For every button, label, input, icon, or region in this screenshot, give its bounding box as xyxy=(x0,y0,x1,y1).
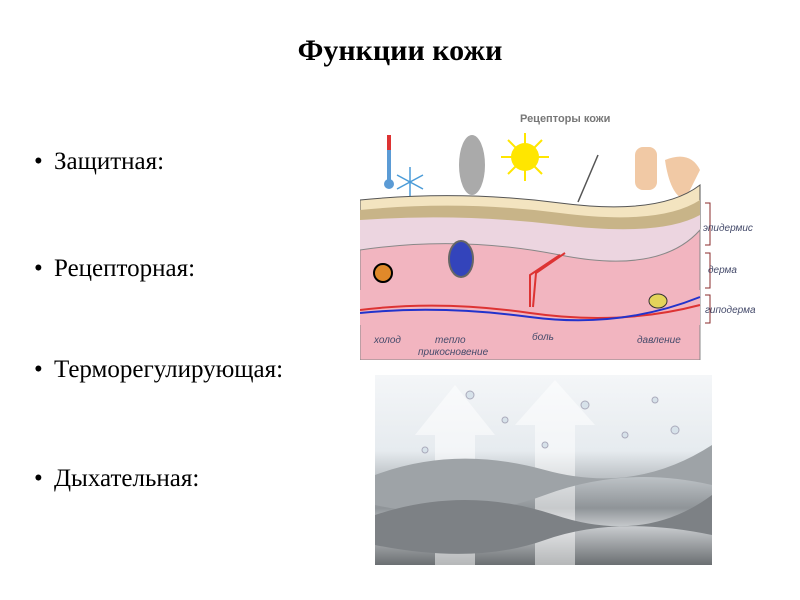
diagram-title: Рецепторы кожи xyxy=(520,113,610,125)
artery xyxy=(360,304,701,319)
label-warm: тепло xyxy=(435,335,466,346)
bullet-receptor: •Рецепторная: xyxy=(34,255,196,282)
slide-title: Функции кожи xyxy=(297,34,503,67)
finger-icon xyxy=(635,147,700,200)
breathable-fabric-image xyxy=(375,375,712,565)
needle-icon xyxy=(577,154,599,203)
label-cold: холод xyxy=(373,335,401,346)
pressure-receptor xyxy=(648,293,668,309)
hair-icon xyxy=(459,135,485,195)
bullet-thermoregulation: •Терморегулирующая: xyxy=(34,356,284,383)
pain-vessel xyxy=(529,252,566,308)
layer-brackets xyxy=(705,202,711,324)
label-pain: боль xyxy=(532,331,554,343)
label-touch: прикосновение xyxy=(418,347,489,358)
label-epidermis: эпидермис xyxy=(703,223,753,234)
bullet-respiratory: •Дыхательная: xyxy=(34,465,200,492)
sun-icon xyxy=(501,133,549,181)
label-dermis: дерма xyxy=(708,265,737,276)
touch-receptor xyxy=(448,240,474,278)
water-droplets xyxy=(421,390,680,454)
label-pressure: давление xyxy=(637,335,681,346)
fabric-layer xyxy=(375,495,712,554)
thermometer-icon xyxy=(384,135,394,189)
skin-receptors-diagram: Рецепторы кожи эпидермис дерма гиподерма… xyxy=(360,113,756,360)
cold-receptor xyxy=(373,263,393,283)
label-hypodermis: гиподерма xyxy=(705,305,756,316)
vein xyxy=(360,296,701,322)
bullet-protective: •Защитная: xyxy=(34,148,165,175)
snowflake-icon xyxy=(396,167,424,197)
fabric-layer xyxy=(375,445,712,513)
